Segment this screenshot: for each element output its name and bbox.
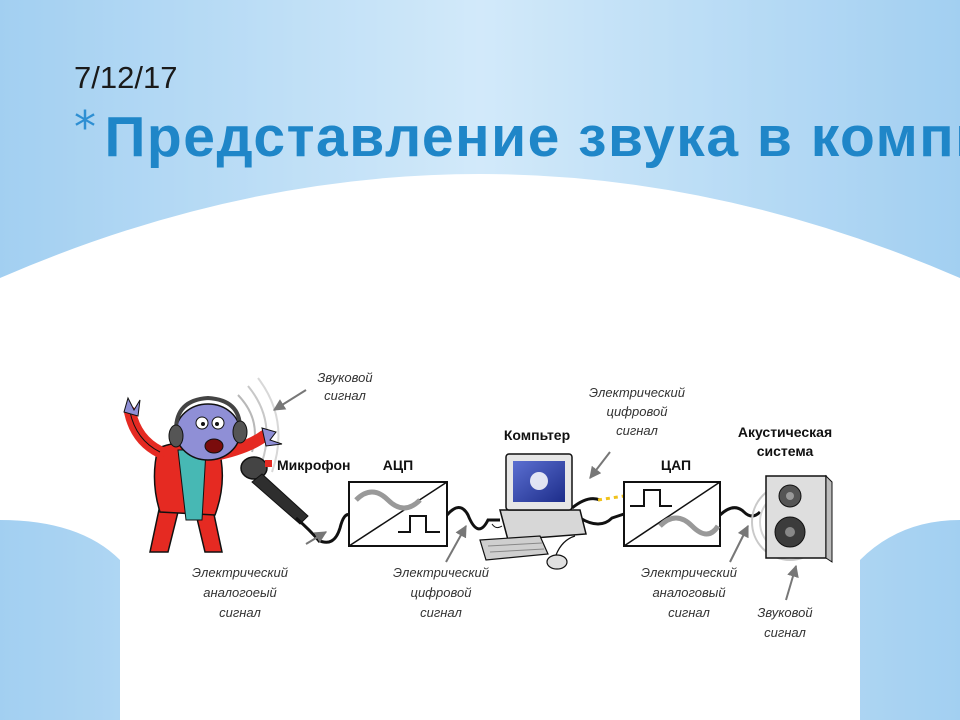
title-row: * Представление звука в компьютере [74,104,960,180]
label-analog-signal-right-1: Электрический [641,565,737,580]
slide-title: Представление звука в компьютере [104,105,960,169]
label-analog-signal-left-1: Электрический [192,565,288,580]
label-sound-signal-top-1: Звуковой [317,370,372,385]
label-sound-signal-bottom-2: сигнал [764,625,806,640]
title-bullet: * [74,104,96,153]
label-sound-signal-bottom-1: Звуковой [757,605,812,620]
label-computer: Компьтер [504,427,570,443]
label-digital-signal-bottom-3: сигнал [420,605,462,620]
label-analog-signal-right-2: аналоговый [652,585,725,600]
label-digital-signal-bottom-2: цифровой [411,585,472,600]
label-digital-signal-bottom-1: Электрический [393,565,489,580]
label-adc: АЦП [383,457,413,473]
callout-arrows [272,389,799,601]
label-sound-signal-top-2: сигнал [324,388,366,403]
label-speaker-system-2: система [757,443,814,459]
singer-illustration [123,377,283,553]
label-digital-signal-top-2: цифровой [607,404,668,419]
computer-illustration [479,453,587,570]
digital-wire-dashes [597,494,625,502]
label-analog-signal-left-3: сигнал [219,605,261,620]
label-digital-signal-top-1: Электрический [589,385,685,400]
adc-block [348,481,448,547]
dac-block [623,481,721,547]
label-microphone: Микрофон [277,457,350,473]
speaker-illustration [751,474,833,563]
label-speaker-system-1: Акустическая [738,424,832,440]
label-dac: ЦАП [661,457,691,473]
label-analog-signal-left-2: аналогоеый [203,585,277,600]
label-analog-signal-right-3: сигнал [668,605,710,620]
label-digital-signal-top-3: сигнал [616,423,658,438]
slide-date: 7/12/17 [74,60,178,95]
